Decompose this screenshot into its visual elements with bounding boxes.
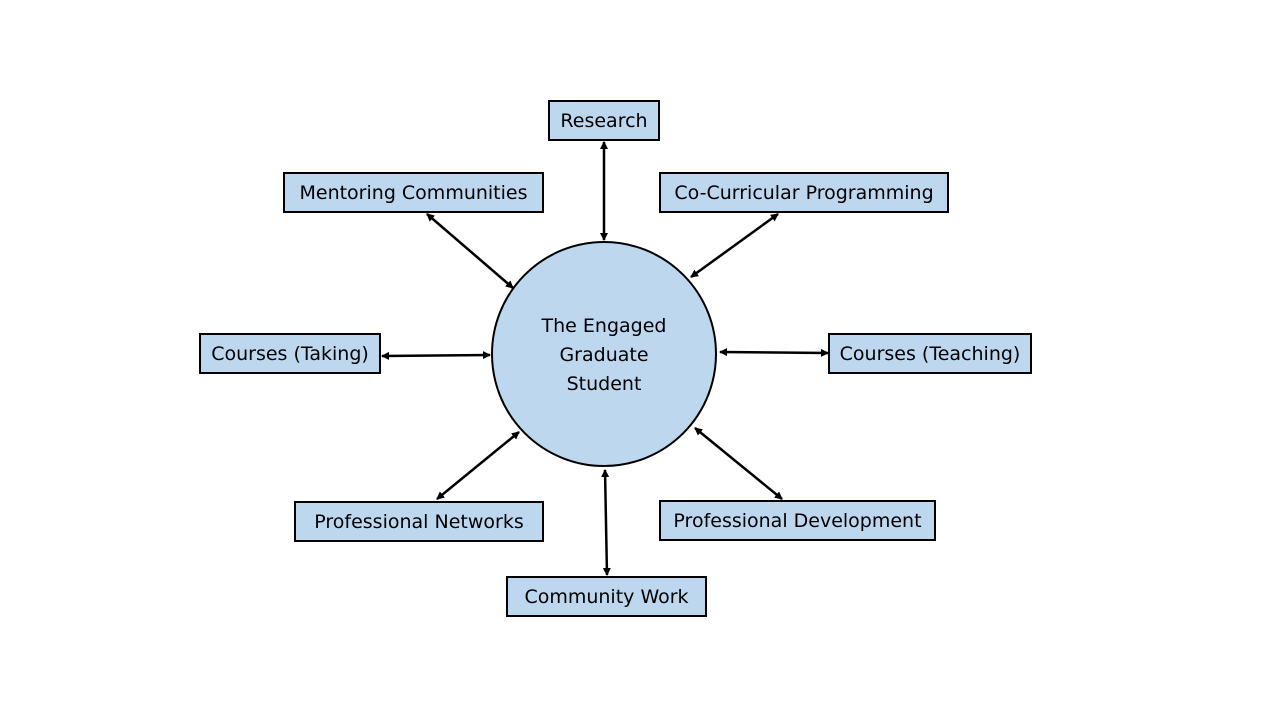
node-research: Research	[548, 100, 660, 141]
node-professional-development: Professional Development	[659, 500, 936, 541]
connector-courses-taking	[381, 351, 491, 360]
node-courses-taking: Courses (Taking)	[199, 333, 381, 374]
connector-professional-development	[694, 427, 783, 500]
center-node-label: The Engaged Graduate Student	[541, 314, 667, 395]
connector-courses-teaching	[719, 348, 829, 357]
node-courses-teaching: Courses (Teaching)	[828, 333, 1032, 374]
connector-community-work	[601, 469, 611, 576]
connector-co-curricular-programming	[690, 212, 779, 279]
node-professional-networks: Professional Networks	[294, 501, 544, 542]
connector-mentoring-communities	[426, 213, 514, 289]
connector-professional-networks	[436, 431, 520, 500]
node-community-work: Community Work	[506, 576, 707, 617]
node-co-curricular-programming: Co-Curricular Programming	[659, 172, 949, 213]
center-node: The Engaged Graduate Student	[491, 241, 717, 467]
node-mentoring-communities: Mentoring Communities	[283, 172, 544, 213]
